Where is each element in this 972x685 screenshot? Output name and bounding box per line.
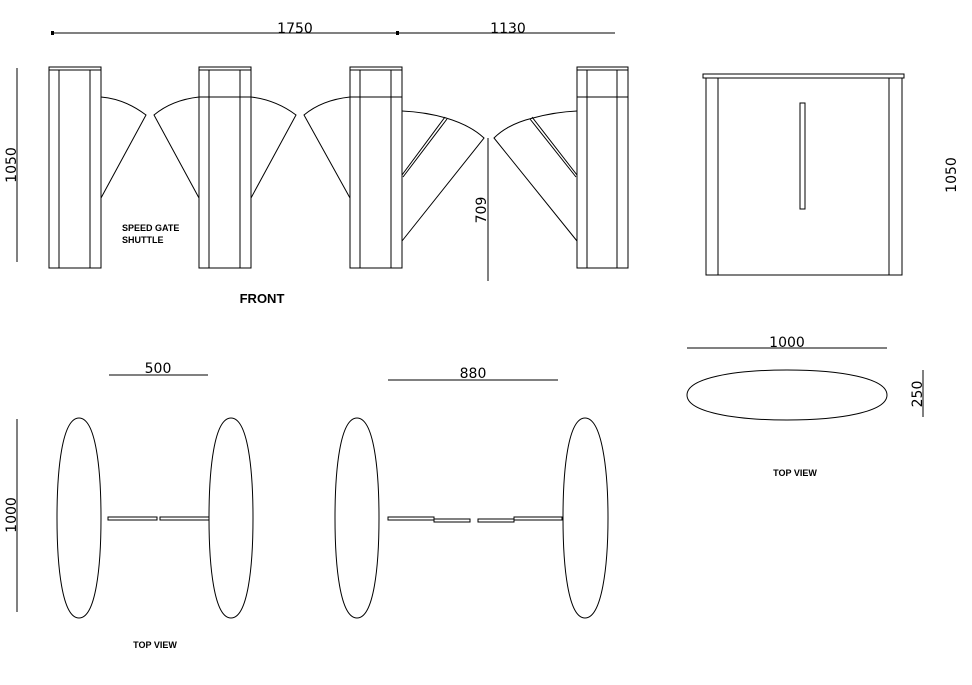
front-flaps	[100, 96, 578, 242]
dim-500: 500	[145, 361, 172, 377]
product-label-line1: SPEED GATE	[122, 223, 179, 233]
dim-1750: 1750	[277, 21, 313, 37]
pillar-3	[349, 66, 403, 269]
dim-1000-length: 1000	[769, 335, 805, 351]
dim-709: 709	[474, 197, 490, 224]
pillar-2	[198, 66, 252, 269]
front-pillars	[48, 66, 629, 269]
top-view-gates: 500 880 1000 TOP VIEW	[4, 361, 609, 650]
side-view: 1050	[702, 73, 960, 276]
dim-1050-side: 1050	[944, 157, 960, 193]
top-view-single: 1000 250 TOP VIEW	[686, 335, 926, 478]
dimension-left-height: 1050	[4, 68, 20, 262]
product-label-line2: SHUTTLE	[122, 235, 164, 245]
top-view-title-single: TOP VIEW	[773, 468, 817, 478]
dim-1050-front: 1050	[4, 147, 20, 183]
dimension-709: 709	[474, 138, 490, 281]
dim-250: 250	[910, 381, 926, 408]
dim-1000-depth: 1000	[4, 497, 20, 533]
top-view-title-gates: TOP VIEW	[133, 640, 177, 650]
dim-880: 880	[460, 366, 487, 382]
pillar-1	[48, 66, 102, 269]
pillar-4	[576, 66, 629, 269]
dim-1130: 1130	[490, 21, 526, 37]
front-title: FRONT	[240, 291, 285, 306]
dimension-top: 1750 1130	[51, 21, 615, 37]
